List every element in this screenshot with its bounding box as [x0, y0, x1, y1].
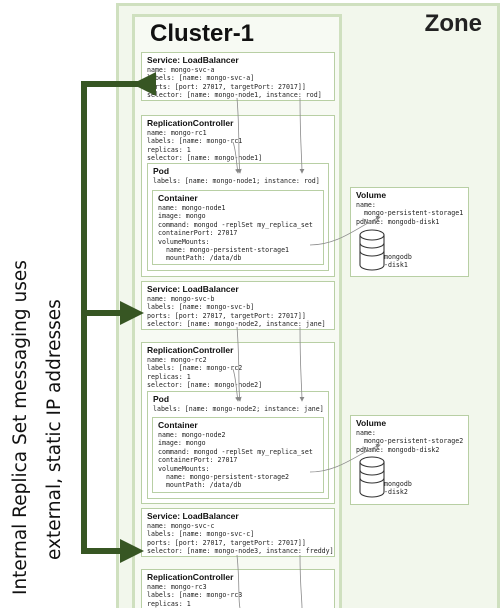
- container-2-box: Container name: mongo-node2 image: mongo…: [152, 417, 324, 493]
- container2-line: volumeMounts:: [158, 464, 210, 473]
- rc2-line: selector: [name: mongo-node2]: [147, 381, 263, 390]
- container1-line: containerPort: 27017: [158, 229, 238, 238]
- container1-line: image: mongo: [158, 212, 206, 221]
- container2-line: containerPort: 27017: [158, 456, 238, 465]
- service-c-box: Service: LoadBalancer name: mongo-svc-c …: [141, 508, 335, 557]
- volume2-line: mongo-persistent-storage2: [356, 437, 464, 446]
- service-a-line: name: mongo-svc-a: [147, 66, 215, 74]
- service-a-box: Service: LoadBalancer name: mongo-svc-a …: [141, 52, 335, 101]
- cluster-title: Cluster-1: [150, 20, 255, 47]
- volume1-title: Volume: [356, 190, 387, 200]
- volume1-line: mongo-persistent-storage1: [356, 209, 464, 218]
- volume1-line: name:: [356, 201, 376, 209]
- container2-line: mountPath: /data/db: [158, 481, 242, 490]
- service-c-line: labels: [name: mongo-svc-c]: [147, 530, 255, 539]
- rc1-line: selector: [name: mongo-node1]: [147, 154, 263, 163]
- volume1-line: pdName: mongodb-disk1: [356, 217, 440, 226]
- service-b-title: Service: LoadBalancer: [147, 284, 239, 294]
- pod2-line: labels: [name: mongo-node2; instance: ja…: [153, 405, 324, 413]
- container2-line: image: mongo: [158, 439, 206, 448]
- container2-line: command: mongod -replSet my_replica_set: [158, 447, 313, 456]
- rc3-line: name: mongo-rc3: [147, 583, 207, 591]
- service-b-line: ports: [port: 27017, targetPort: 27017]]: [147, 311, 306, 320]
- rc2-title: ReplicationController: [147, 345, 234, 355]
- service-b-line: selector: [name: mongo-node2, instance: …: [147, 320, 326, 329]
- disk1-label: mongodb -disk1: [384, 253, 412, 270]
- rc3-title: ReplicationController: [147, 572, 234, 582]
- rc1-line: replicas: 1: [147, 145, 191, 154]
- container1-line: name: mongo-persistent-storage1: [158, 246, 290, 255]
- volume2-line: pdName: mongodb-disk2: [356, 445, 440, 454]
- service-a-line: labels: [name: mongo-svc-a]: [147, 74, 255, 83]
- container1-title: Container: [158, 193, 198, 203]
- container1-line: name: mongo-node1: [158, 204, 226, 212]
- service-c-title: Service: LoadBalancer: [147, 511, 239, 521]
- rc2-line: labels: [name: mongo-rc2: [147, 364, 243, 373]
- container1-line: mountPath: /data/db: [158, 254, 242, 263]
- rc1-line: name: mongo-rc1: [147, 129, 207, 137]
- volume2-line: name:: [356, 429, 376, 437]
- container2-line: name: mongo-node2: [158, 431, 226, 439]
- side-caption: Internal Replica Set messaging uses exte…: [10, 260, 65, 595]
- disk2-label: mongodb -disk2: [384, 480, 412, 497]
- zone-title: Zone: [424, 10, 482, 37]
- rc3-line: replicas: 1: [147, 599, 191, 608]
- pod2-title: Pod: [153, 394, 170, 404]
- side-caption-line1: Internal Replica Set messaging uses: [10, 260, 31, 595]
- container-1-box: Container name: mongo-node1 image: mongo…: [152, 190, 324, 265]
- rc3-line: labels: [name: mongo-rc3: [147, 591, 243, 600]
- container1-line: volumeMounts:: [158, 237, 210, 246]
- container2-line: name: mongo-persistent-storage2: [158, 473, 290, 482]
- service-a-title: Service: LoadBalancer: [147, 55, 239, 65]
- service-a-line: ports: [port: 27017, targetPort: 27017]]: [147, 82, 306, 91]
- pod1-title: Pod: [153, 166, 170, 176]
- replication-controller-3-box: ReplicationController name: mongo-rc3 la…: [141, 569, 335, 608]
- rc2-line: replicas: 1: [147, 372, 191, 381]
- rc1-line: labels: [name: mongo-rc1: [147, 137, 243, 146]
- service-b-line: labels: [name: mongo-svc-b]: [147, 303, 255, 312]
- container2-title: Container: [158, 420, 198, 430]
- pod1-line: labels: [name: mongo-node1; instance: ro…: [153, 177, 320, 185]
- side-caption-line2: external, static IP addresses: [44, 299, 65, 560]
- rc1-title: ReplicationController: [147, 118, 234, 128]
- rc2-line: name: mongo-rc2: [147, 356, 207, 364]
- volume2-title: Volume: [356, 418, 387, 428]
- container1-line: command: mongod -replSet my_replica_set: [158, 220, 313, 229]
- service-b-box: Service: LoadBalancer name: mongo-svc-b …: [141, 281, 335, 330]
- service-c-line: name: mongo-svc-c: [147, 522, 215, 530]
- service-a-line: selector: [name: mongo-node1, instance: …: [147, 91, 322, 100]
- service-c-line: selector: [name: mongo-node3, instance: …: [147, 547, 334, 556]
- service-c-line: ports: [port: 27017, targetPort: 27017]]: [147, 538, 306, 547]
- service-b-line: name: mongo-svc-b: [147, 295, 215, 303]
